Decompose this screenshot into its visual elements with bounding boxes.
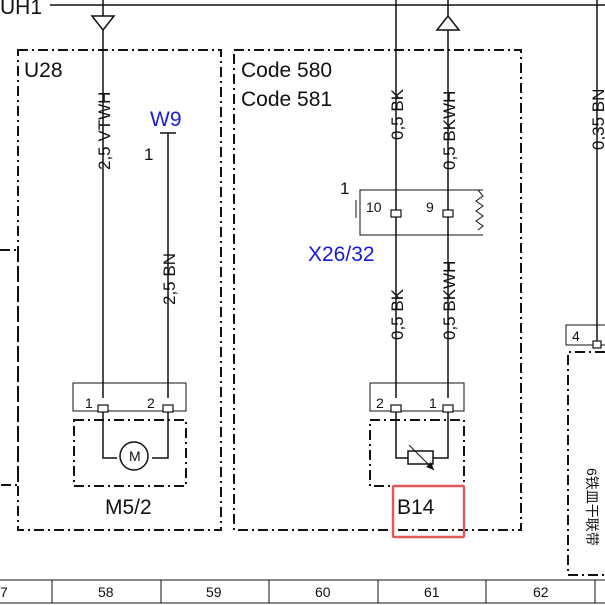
sensor-connector-outline [369, 382, 465, 412]
module-box-code580 [233, 49, 522, 531]
sensor-arrow-head-icon [426, 462, 434, 470]
wire-label-bkwh-top: 0,5 BKWH [440, 91, 459, 170]
motor-symbol-circle [119, 441, 149, 471]
sensor-pin2-label: 2 [376, 395, 384, 411]
wire-label-bkwh-bottom: 0,5 BKWH [440, 261, 459, 340]
connector-outline [359, 189, 483, 236]
grid-number-58: 58 [98, 584, 114, 600]
sensor-wire-left [395, 412, 408, 459]
ground-pin-number: 1 [144, 145, 153, 164]
grid-number-61: 61 [424, 584, 440, 600]
grid-number-62: 62 [533, 584, 549, 600]
grid-dividers [51, 580, 596, 603]
wire-label-bn: 2,5 BN [160, 253, 179, 305]
right-component-pin: 4 [572, 328, 580, 344]
right-component-box [567, 351, 605, 576]
right-vertical-text: 6铁皿干联带 [584, 468, 600, 546]
motor-wire-left [102, 412, 117, 459]
connector-break-icon [475, 189, 484, 231]
connector-index: 1 [340, 179, 349, 198]
module-box-u28 [17, 49, 222, 531]
sensor-resistor-icon [407, 450, 434, 465]
motor-connector-outline [72, 382, 187, 412]
wire-label-bk-bottom: 0,5 BK [388, 288, 407, 340]
connector-pin-a-terminal [390, 209, 402, 218]
module-label-code580: Code 580 [241, 59, 332, 82]
sensor-pin2-terminal [390, 404, 402, 413]
sensor-highlight-box [391, 484, 466, 539]
motor-name: M5/2 [105, 496, 152, 519]
motor-pin1-terminal [97, 404, 109, 413]
connector-pin-a: 10 [366, 199, 382, 215]
motor-symbol: M [129, 448, 141, 464]
module-label-u28: U28 [24, 59, 63, 82]
wire-label-vtwh: 2,5 VTWH [95, 92, 114, 170]
connector-name: X26/32 [308, 243, 375, 266]
motor-body-box [73, 419, 187, 487]
motor-wire-right [152, 412, 169, 459]
top-label: UH1 [0, 0, 42, 19]
motor-pin2-terminal [162, 404, 174, 413]
ground-ref-w9: W9 [150, 108, 182, 131]
wire-label-bk-top: 0,5 BK [388, 88, 407, 140]
motor-pin1-label: 1 [85, 395, 93, 411]
sensor-pin1-terminal [442, 404, 454, 413]
right-component-outline [565, 324, 605, 346]
connector-pin-b: 9 [426, 199, 434, 215]
module-label-code581: Code 581 [241, 88, 332, 111]
left-partial-box [0, 249, 19, 486]
right-component-terminal [592, 340, 602, 349]
motor-pin2-label: 2 [147, 395, 155, 411]
connector-pin-b-terminal [442, 209, 454, 218]
grid-number-60: 60 [315, 584, 331, 600]
sensor-name: B14 [397, 496, 435, 519]
grid-number-59: 59 [206, 584, 222, 600]
wire-label-right: 0,35 BN [589, 89, 605, 150]
grid-number-7: 7 [0, 584, 8, 600]
down-arrow-icon [90, 15, 116, 32]
sensor-wire-right [433, 412, 449, 459]
sensor-pin1-label: 1 [429, 395, 437, 411]
up-arrow-icon [435, 14, 461, 31]
